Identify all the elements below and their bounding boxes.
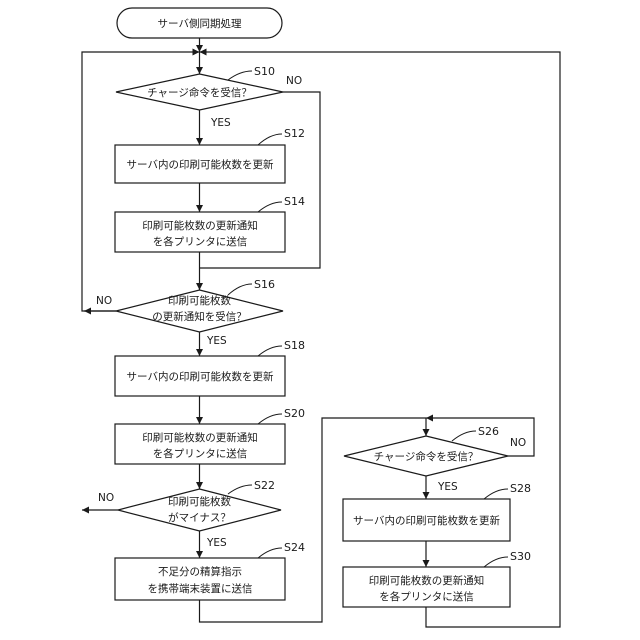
s16-step: S16 (254, 278, 275, 291)
s26-no-label: NO (510, 437, 526, 449)
s12-step: S12 (284, 127, 305, 140)
s10-step: S10 (254, 65, 275, 78)
s14-step: S14 (284, 195, 305, 208)
s26-leader (452, 431, 476, 441)
s22-no-label: NO (98, 492, 114, 504)
s20-line1: 印刷可能枚数の更新通知 (142, 431, 258, 444)
s14-line2: を各プリンタに送信 (153, 235, 248, 248)
s10-no-label: NO (286, 75, 302, 87)
s18-text: サーバ内の印刷可能枚数を更新 (127, 370, 274, 383)
s14-line1: 印刷可能枚数の更新通知 (142, 219, 258, 232)
s10-leader (228, 71, 252, 80)
s20-leader (258, 414, 282, 424)
s26-text: チャージ命令を受信？ (374, 450, 479, 463)
s30-leader (484, 557, 508, 567)
s28-leader (484, 489, 508, 499)
s10-text: チャージ命令を受信？ (147, 86, 252, 99)
s24-leader (258, 548, 282, 558)
s12-text: サーバ内の印刷可能枚数を更新 (127, 158, 274, 171)
s22-step: S22 (254, 479, 275, 492)
s20-step: S20 (284, 407, 305, 420)
s30-line2: を各プリンタに送信 (379, 590, 474, 603)
s16-no-label: NO (96, 295, 112, 307)
s14-leader (258, 202, 282, 212)
s20-line2: を各プリンタに送信 (153, 447, 248, 460)
s30-line1: 印刷可能枚数の更新通知 (369, 574, 485, 587)
s22-line2: がマイナス？ (168, 511, 231, 524)
s28-text: サーバ内の印刷可能枚数を更新 (353, 514, 500, 527)
s28-step: S28 (510, 482, 531, 495)
s12-leader (258, 134, 282, 145)
s18-step: S18 (284, 339, 305, 352)
s22-yes-label: YES (206, 537, 227, 549)
s22-leader (228, 485, 252, 494)
s18-leader (258, 346, 282, 356)
s26-yes-label: YES (437, 481, 458, 493)
s24-line2: を携帯端末装置に送信 (148, 582, 253, 595)
s16-line1: 印刷可能枚数 (168, 294, 231, 307)
s16-line2: の更新通知を受信？ (152, 310, 247, 323)
s26-step: S26 (478, 425, 499, 438)
s16-yes-label: YES (206, 335, 227, 347)
s30-step: S30 (510, 550, 531, 563)
s24-step: S24 (284, 541, 305, 554)
s10-yes-label: YES (210, 117, 231, 129)
s24-line1: 不足分の精算指示 (158, 565, 242, 578)
s22-line1: 印刷可能枚数 (168, 495, 231, 508)
s16-leader (228, 284, 252, 295)
start-label: サーバ側同期処理 (158, 17, 242, 30)
